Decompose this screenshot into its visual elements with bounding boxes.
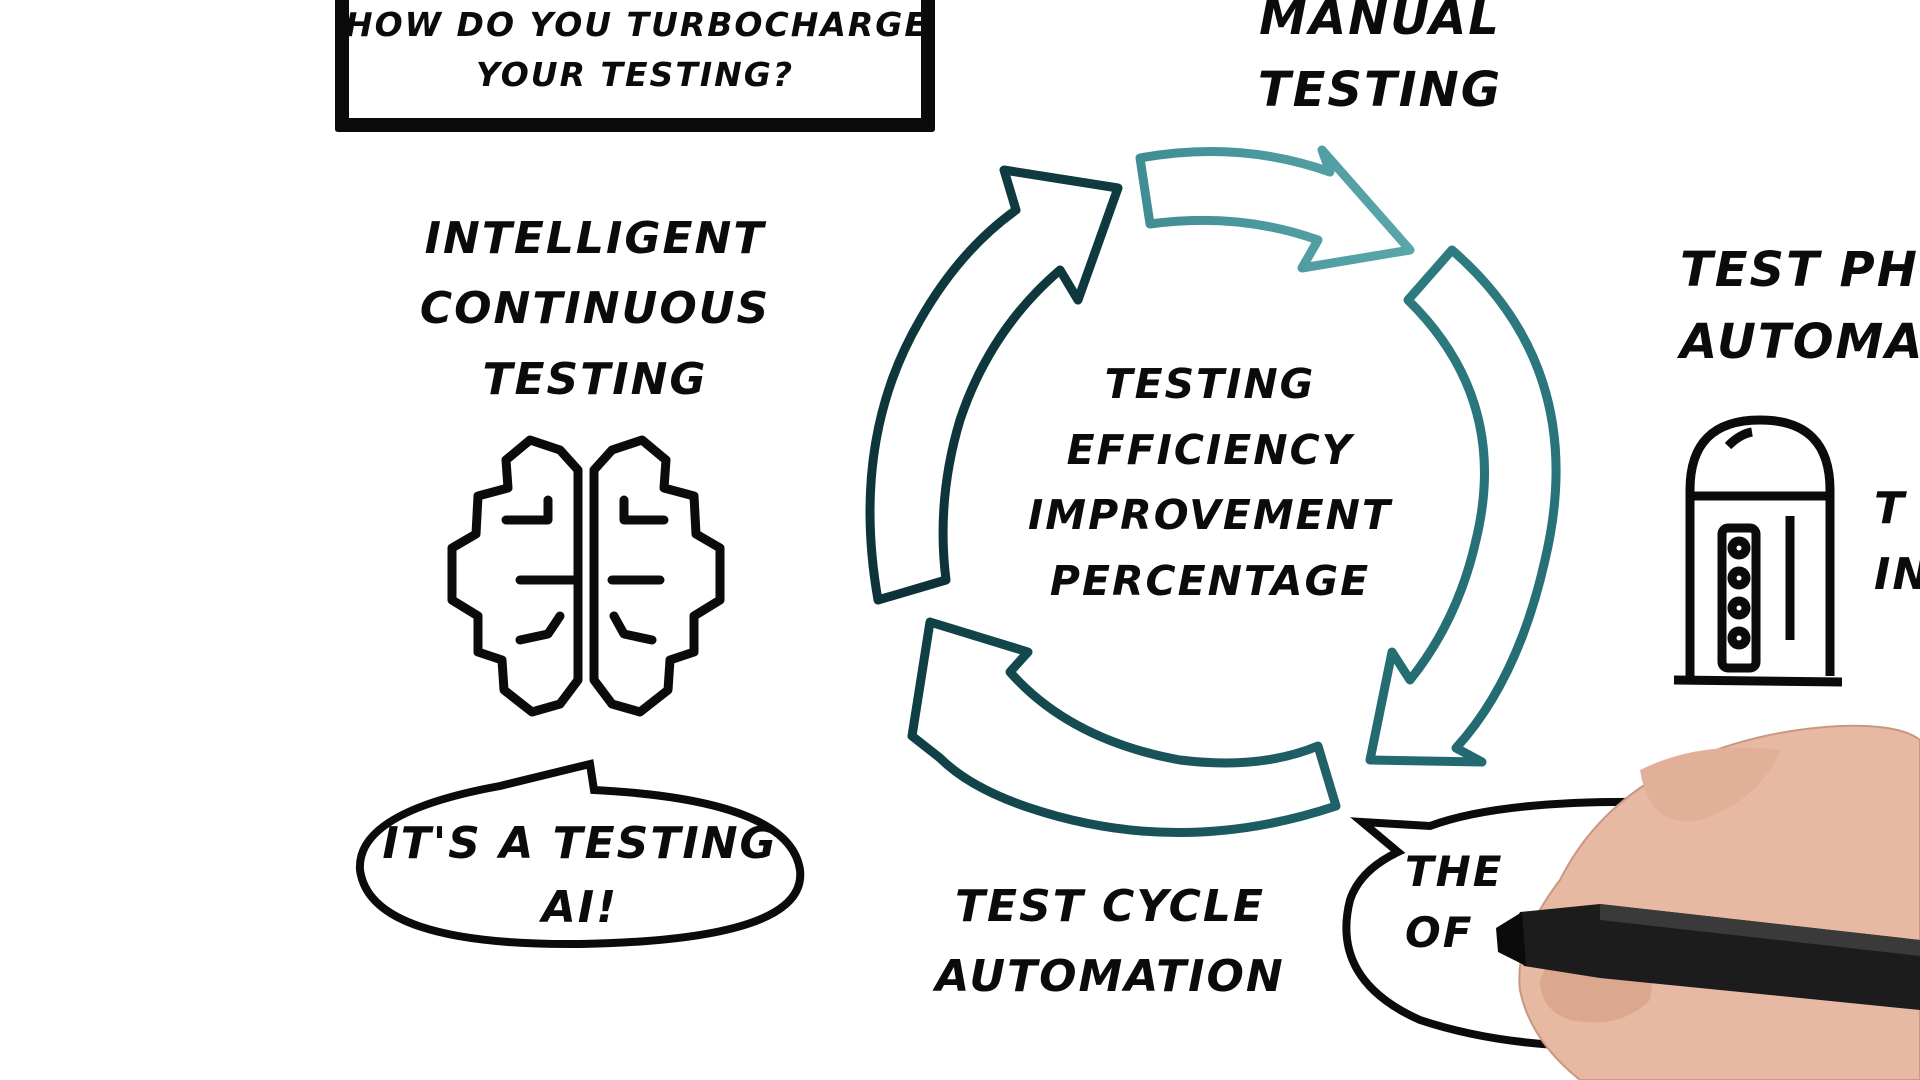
cycle-line-1: TEST CYCLE [954, 881, 1266, 932]
manual-testing-label: MANUAL TESTING [1230, 0, 1530, 126]
side-line-2: IN [1874, 549, 1920, 600]
side-line-1: T [1874, 483, 1907, 534]
test-cycle-automation-label: TEST CYCLE AUTOMATION [900, 872, 1320, 1013]
cycle-arrow-left [865, 165, 1123, 605]
title-box: HOW DO YOU TURBOCHARGE YOUR TESTING? [345, 0, 929, 99]
ict-line-1: INTELLIGENT [424, 213, 766, 264]
bubble1-line-2: AI! [541, 881, 619, 933]
right-partial-label: T IN [1874, 476, 1920, 608]
ict-line-3: TESTING [482, 353, 708, 405]
title-box-frame [335, 0, 935, 132]
manual-line-1: MANUAL [1259, 0, 1501, 46]
center-label: TESTING EFFICIENCY IMPROVEMENT PERCENTAG… [1000, 352, 1420, 614]
bubble1-line-1: IT'S A TESTING [382, 818, 778, 869]
phase-line-1: TEST PH [1680, 242, 1919, 298]
center-line-3: IMPROVEMENT [1028, 491, 1392, 540]
cycle-arrow-bottom [907, 617, 1341, 837]
intelligent-continuous-testing-label: INTELLIGENT CONTINUOUS TESTING [395, 204, 795, 415]
cycle-line-2: AUTOMATION [935, 951, 1285, 1003]
cycle-arrows [865, 145, 1561, 837]
title-line-1: HOW DO YOU TURBOCHARGE [345, 5, 929, 44]
test-phase-automation-label: TEST PH AUTOMAT [1680, 234, 1920, 378]
phase-line-2: AUTOMAT [1680, 314, 1920, 370]
bubble2-line-2: OF [1405, 907, 1474, 957]
bubble2-line-1: THE [1405, 847, 1504, 896]
right-bubble-text: THE OF [1405, 842, 1605, 964]
server-tower-icon [1673, 415, 1843, 687]
center-line-4: PERCENTAGE [1049, 556, 1371, 605]
cycle-arrow-top [1135, 145, 1415, 273]
hand-with-marker [1496, 724, 1920, 1080]
ict-line-2: CONTINUOUS [419, 283, 771, 335]
brain-icon [447, 435, 725, 717]
speech-bubble-left [355, 759, 805, 949]
cycle-arrow-right [1365, 245, 1561, 767]
title-line-2: YOUR TESTING? [476, 54, 794, 94]
center-line-2: EFFICIENCY [1066, 425, 1354, 474]
left-bubble-text: IT'S A TESTING AI! [370, 812, 790, 940]
manual-line-2: TESTING [1257, 62, 1503, 118]
center-line-1: TESTING [1104, 360, 1316, 408]
